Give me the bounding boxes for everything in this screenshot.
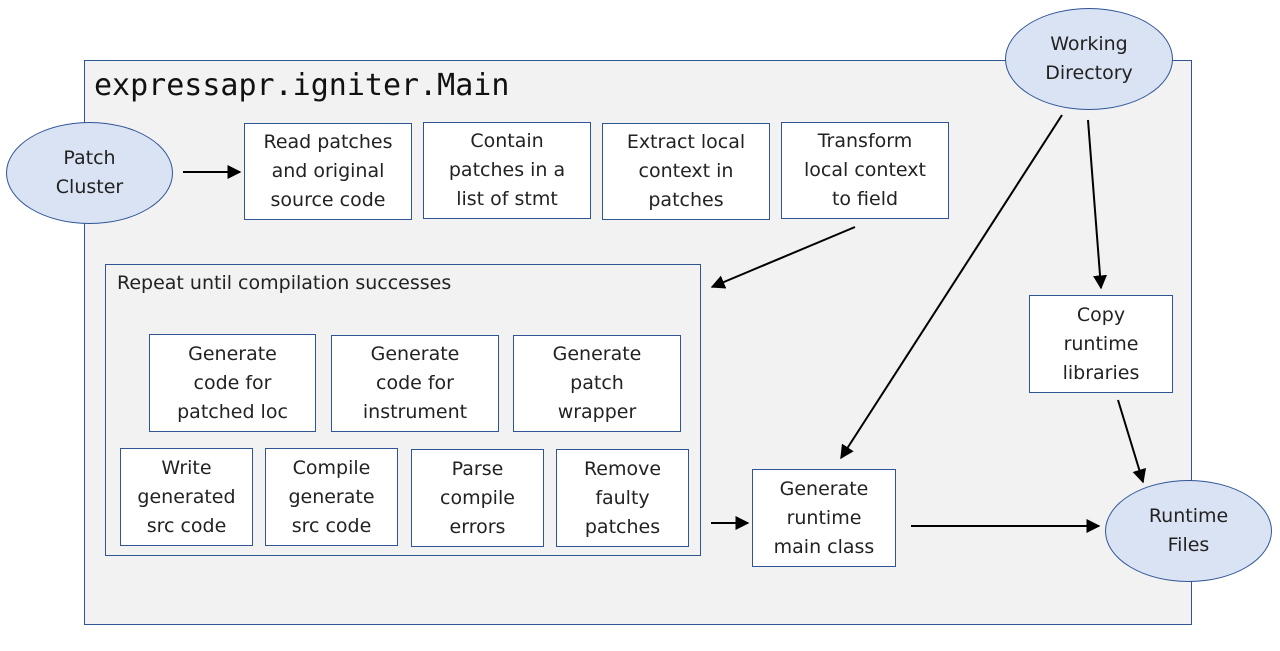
remove-faulty-step: Remove faulty patches bbox=[556, 449, 689, 547]
runtime-files-node: Runtime Files bbox=[1105, 480, 1272, 582]
compilation-loop-label: Repeat until compilation successes bbox=[117, 272, 452, 294]
gen-main-class-step: Generate runtime main class bbox=[752, 469, 896, 567]
extract-context-step: Extract local context in patches bbox=[602, 123, 770, 220]
gen-wrapper-step: Generate patch wrapper bbox=[513, 335, 681, 432]
contain-patches-step: Contain patches in a list of stmt bbox=[423, 122, 591, 219]
write-src-step: Write generated src code bbox=[120, 448, 253, 546]
gen-instrument-step: Generate code for instrument bbox=[331, 335, 499, 432]
main-class-title: expressapr.igniter.Main bbox=[94, 68, 510, 103]
parse-errors-step: Parse compile errors bbox=[411, 449, 544, 547]
patch-cluster-node: Patch Cluster bbox=[6, 122, 173, 224]
read-patches-step: Read patches and original source code bbox=[244, 123, 412, 220]
arrow-copy-to-runtime bbox=[1117, 399, 1147, 484]
copy-libs-step: Copy runtime libraries bbox=[1029, 295, 1173, 393]
transform-context-step: Transform local context to field bbox=[781, 122, 949, 219]
gen-patched-loc-step: Generate code for patched loc bbox=[149, 334, 316, 432]
working-directory-node: Working Directory bbox=[1005, 8, 1173, 110]
arrow-workdir-to-copy bbox=[1087, 119, 1108, 290]
compile-src-step: Compile generate src code bbox=[265, 448, 398, 546]
arrow-transform-to-loop bbox=[710, 226, 856, 289]
arrow-workdir-to-main-class bbox=[840, 114, 1063, 460]
